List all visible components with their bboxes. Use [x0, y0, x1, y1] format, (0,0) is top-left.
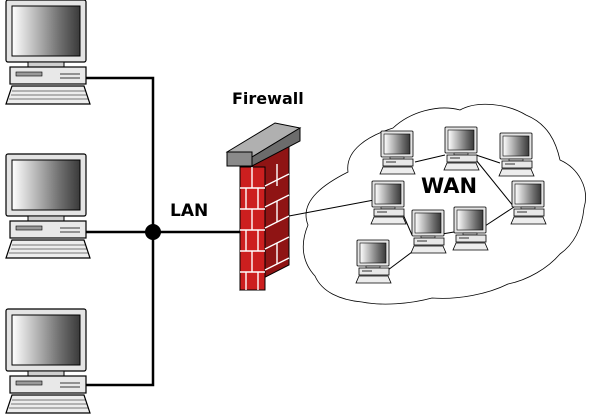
wan-host-8-icon — [355, 239, 392, 284]
wan-host-4-icon — [370, 180, 407, 225]
workstation-top-icon — [5, 0, 91, 105]
wan-label: WAN — [421, 174, 477, 198]
lan-label: LAN — [170, 201, 208, 221]
wan-host-7-icon — [452, 206, 489, 251]
firewall-icon — [225, 122, 302, 291]
wan-host-3-icon — [498, 132, 535, 177]
workstation-middle-icon — [5, 153, 91, 259]
wan-host-5-icon — [510, 180, 547, 225]
wan-cloud-outline — [302, 103, 586, 305]
wan-host-6-icon — [410, 209, 447, 254]
firewall-label: Firewall — [232, 89, 304, 108]
lan-wiring — [83, 76, 240, 387]
lan-junction-node — [145, 224, 161, 240]
wan-host-2-icon — [443, 126, 480, 171]
workstation-bottom-icon — [5, 308, 91, 414]
firewall-wan-link — [288, 199, 375, 217]
wan-host-1-icon — [379, 130, 416, 175]
